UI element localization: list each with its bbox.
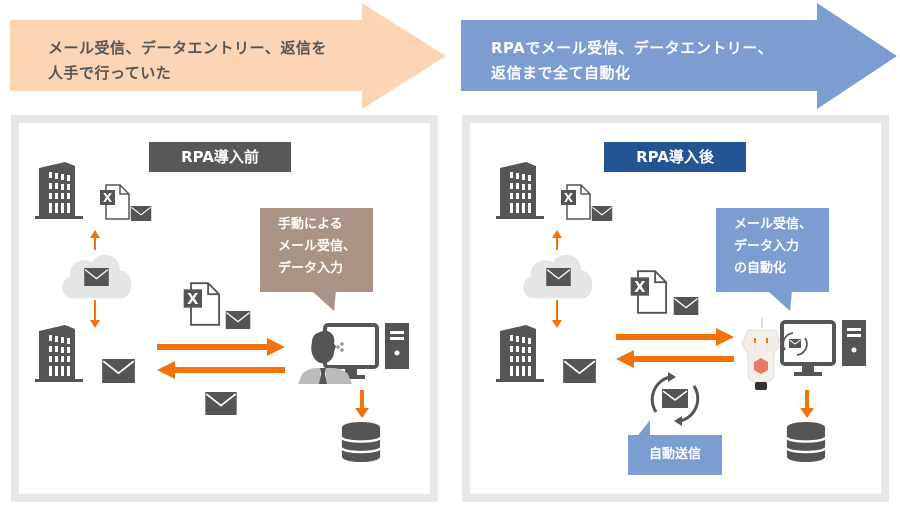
left-flow-arrow <box>616 350 734 368</box>
sync-mail-icon <box>650 372 700 426</box>
bubble-tail <box>636 420 650 438</box>
before-label: RPA導入前 <box>149 142 291 172</box>
excel-file-icon <box>100 184 130 220</box>
after-banner-text: RPAでメール受信、データエントリー、 返信まで全て自動化 <box>491 36 773 86</box>
right-flow-arrow <box>157 338 285 356</box>
before-banner-line2: 人手で行っていた <box>48 64 172 82</box>
down-arrow-icon <box>552 300 562 328</box>
down-arrow-icon <box>90 300 100 328</box>
bubble-line: の自動化 <box>734 261 787 276</box>
bubble-tail <box>768 291 792 311</box>
mail-icon <box>223 311 253 329</box>
database-icon <box>340 418 382 466</box>
screen-sync-icon <box>782 332 808 356</box>
mail-icon <box>203 392 239 415</box>
before-speech-bubble: 手動による メール受信、 データ入力 <box>260 208 373 292</box>
bubble-line: メール受信、 <box>734 217 813 232</box>
mail-icon <box>130 206 152 221</box>
after-label: RPA導入後 <box>604 142 746 172</box>
down-arrow-icon <box>355 390 369 418</box>
mail-icon <box>671 297 701 315</box>
bubble-line: メール受信、 <box>278 239 357 254</box>
rpa-robot-icon <box>741 318 781 390</box>
before-banner-line1: メール受信、データエントリー、返信を <box>48 39 327 57</box>
mail-icon <box>83 268 110 286</box>
left-flow-arrow <box>157 361 285 379</box>
mail-icon <box>561 359 598 383</box>
mail-icon <box>545 268 572 286</box>
building-icon <box>35 160 95 220</box>
bubble-tail <box>312 291 336 311</box>
after-speech-bubble: メール受信、 データ入力 の自動化 <box>716 208 829 292</box>
before-banner-text: メール受信、データエントリー、返信を 人手で行っていた <box>48 36 327 86</box>
auto-send-badge: 自動送信 <box>628 435 722 475</box>
before-banner-arrow <box>10 3 446 109</box>
building-icon <box>496 160 556 220</box>
after-banner-arrow <box>461 3 897 109</box>
building-icon <box>35 323 95 383</box>
up-arrow-icon <box>90 230 100 250</box>
right-flow-arrow <box>616 328 734 346</box>
excel-file-icon <box>630 270 668 314</box>
bubble-line: データ入力 <box>734 239 800 254</box>
after-banner-line1: RPAでメール受信、データエントリー、 <box>491 39 774 57</box>
excel-file-icon <box>183 282 221 326</box>
database-icon <box>785 418 827 466</box>
mail-icon <box>100 359 137 383</box>
building-icon <box>496 323 556 383</box>
bubble-line: 手動による <box>278 217 343 232</box>
excel-file-icon <box>561 184 591 220</box>
up-arrow-icon <box>552 230 562 250</box>
down-arrow-icon <box>800 390 814 418</box>
mail-icon <box>591 206 613 221</box>
bubble-line: データ入力 <box>278 261 344 276</box>
after-banner-line2: 返信まで全て自動化 <box>491 64 631 82</box>
operator-person-icon <box>298 330 352 384</box>
